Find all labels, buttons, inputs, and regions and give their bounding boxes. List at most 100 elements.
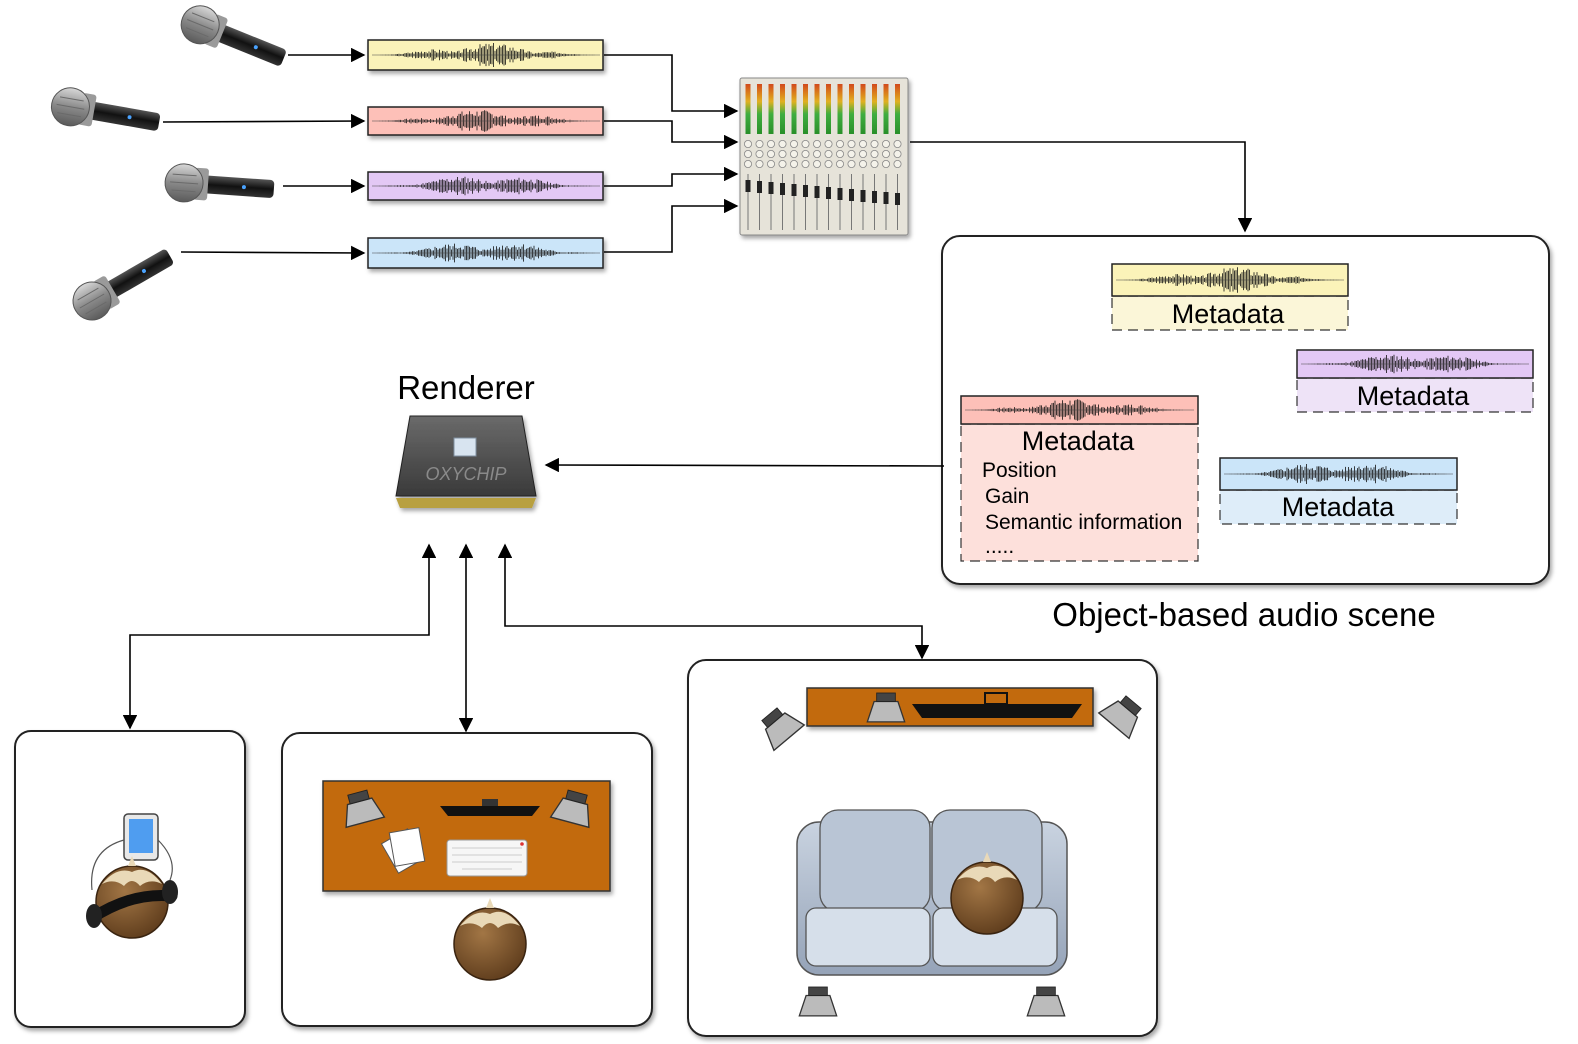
fader-knob (826, 187, 831, 199)
mixer-knob (813, 139, 822, 148)
metadata-label: Metadata (1022, 426, 1136, 456)
mixer-knob (744, 159, 753, 168)
mixer-knob (870, 139, 879, 148)
headphone-cable (91, 839, 173, 891)
track-waveforms (372, 43, 600, 263)
metadata-detail-gain: Gain (985, 485, 1029, 508)
mixer-knob (778, 159, 787, 168)
mixer-knob (836, 139, 845, 148)
mixer-knob (847, 159, 856, 168)
monitor-icon (440, 799, 540, 816)
scene-to-renderer-arrow (544, 457, 945, 473)
mixer-knob (767, 139, 776, 148)
level-meter (791, 84, 797, 134)
fader-knob (814, 186, 820, 198)
mic-to-track-arrows (162, 47, 366, 261)
mixer-knob (801, 159, 810, 168)
renderer-title: Renderer (397, 369, 535, 406)
mixer-knob (744, 139, 753, 148)
mixer-knob (824, 139, 833, 148)
mixer-knob (755, 139, 764, 148)
fader-knob (837, 188, 843, 200)
mixer-knob (744, 149, 753, 158)
level-meter (895, 84, 900, 134)
mixer-knob (767, 149, 776, 158)
tablet-icon (123, 813, 159, 861)
mixer-knob (882, 149, 891, 158)
headphones-icon (86, 880, 178, 928)
mixer-knob (859, 139, 868, 148)
object-waveform-2 (1301, 354, 1529, 374)
fader-knob (780, 183, 785, 195)
fader-knob (791, 184, 797, 196)
mixer-knob (790, 139, 799, 148)
mixer-knob (893, 139, 902, 148)
microphone-icon-3 (163, 162, 276, 209)
fader-knob (768, 182, 774, 194)
level-meter (826, 84, 831, 134)
fader-knob (745, 180, 751, 192)
audio-object-4: Metadata (1219, 457, 1458, 525)
room-headphones (14, 730, 246, 1028)
mixer-knob (778, 139, 787, 148)
keyboard-icon (446, 839, 528, 877)
mixer-knob (870, 149, 879, 158)
fader-knob (849, 189, 854, 201)
chip-label: OXYCHIP (425, 464, 506, 484)
fader-knob (872, 191, 877, 203)
mixer-knob (755, 159, 764, 168)
fader-knob (860, 190, 866, 202)
level-meter (837, 84, 843, 134)
fader-knob (803, 185, 808, 197)
mixer-knob (824, 159, 833, 168)
mixer-knob (778, 149, 787, 158)
metadata-label: Metadata (1282, 492, 1396, 522)
mixer-knob (824, 149, 833, 158)
tv-icon (912, 692, 1082, 718)
metadata-detail-more: ..... (985, 535, 1014, 558)
fader-knob (883, 192, 889, 204)
sofa-icon (796, 809, 1068, 976)
room-desk (281, 732, 653, 1027)
level-meter (872, 84, 877, 134)
level-meter (860, 84, 866, 134)
audio-tracks (367, 39, 604, 269)
mixer-knob (801, 139, 810, 148)
track-to-mixer-arrows (604, 54, 739, 253)
object-waveforms (965, 267, 1529, 484)
object-waveform-4 (1224, 464, 1453, 484)
mixer-knob (790, 159, 799, 168)
microphone-icon-2 (47, 84, 163, 142)
mixer-knob (859, 149, 868, 158)
mixer-knob (755, 149, 764, 158)
level-meter (849, 84, 854, 134)
level-meter (883, 84, 889, 134)
mixer-knob (836, 159, 845, 168)
mixer-knob (893, 159, 902, 168)
level-meter (757, 84, 762, 134)
mixer-knob (882, 159, 891, 168)
metadata-label: Metadata (1172, 299, 1286, 329)
object-waveform-3 (965, 399, 1194, 421)
scene-caption: Object-based audio scene (1052, 596, 1435, 633)
mixer-knob (870, 159, 879, 168)
mixer-knob (859, 159, 868, 168)
level-meter (803, 84, 808, 134)
chip-icon: OXYCHIP (395, 415, 537, 508)
mixer-knob (836, 149, 845, 158)
object-waveform-1 (1116, 267, 1344, 293)
mixer-knob (847, 139, 856, 148)
mixer-knob (813, 149, 822, 158)
metadata-detail-semantic: Semantic information (985, 511, 1182, 534)
papers-icon (380, 827, 426, 874)
microphone-icon-4 (65, 239, 180, 328)
mixer-knob (790, 149, 799, 158)
metadata-label: Metadata (1357, 381, 1471, 411)
mixer-knob (882, 139, 891, 148)
renderer-to-rooms-arrows (122, 543, 930, 733)
mixer-knob (813, 159, 822, 168)
metadata-detail-position: Position (982, 459, 1057, 482)
fader-knob (895, 193, 900, 205)
track-waveform-1 (372, 43, 600, 67)
